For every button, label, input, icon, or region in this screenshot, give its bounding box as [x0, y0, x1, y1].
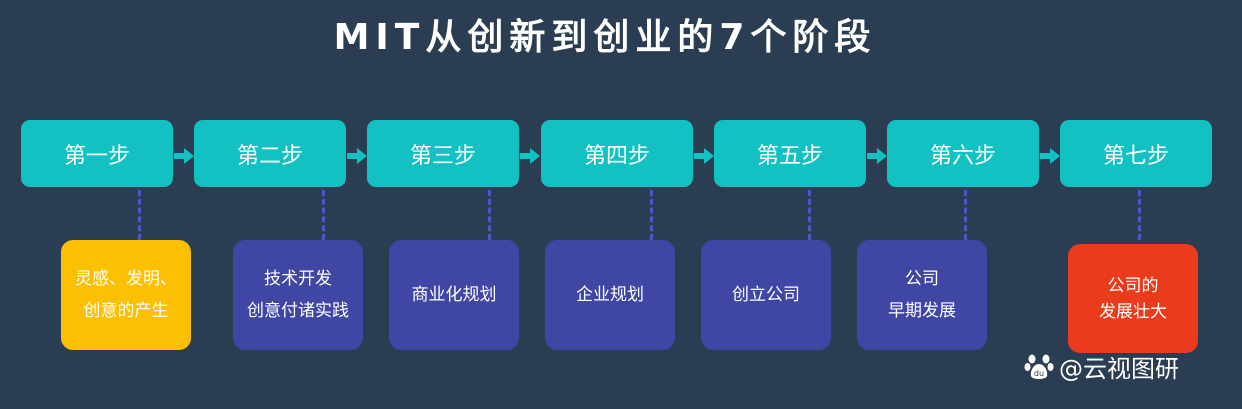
step-box-5: 第五步	[714, 120, 866, 187]
dashed-connector	[650, 190, 653, 240]
stage-box-6: 公司 早期发展	[857, 240, 987, 350]
dashed-connector	[964, 190, 967, 240]
arrow-icon	[867, 148, 887, 164]
stage-text: 早期发展	[888, 301, 956, 321]
stage-text: 技术开发	[264, 269, 332, 289]
stage-box-5: 创立公司	[701, 240, 831, 350]
step-box-7: 第七步	[1060, 120, 1212, 187]
dashed-connector	[322, 190, 325, 240]
step-box-3: 第三步	[367, 120, 519, 187]
dashed-connector	[138, 190, 141, 240]
page-title: MIT从创新到创业的7个阶段	[333, 17, 877, 58]
stage-box-7: 公司的 发展壮大	[1068, 244, 1198, 353]
stage-text: 企业规划	[576, 285, 644, 305]
stage-box-1: 灵感、发明、 创意的产生	[61, 240, 191, 350]
step-box-1: 第一步	[21, 120, 173, 187]
stage-text: 公司的	[1107, 275, 1159, 296]
step-box-4: 第四步	[541, 120, 693, 187]
dashed-connector	[808, 190, 811, 240]
paw-icon: du	[1024, 354, 1054, 379]
step-box-2: 第二步	[194, 120, 346, 187]
watermark: du @云视图研	[1023, 348, 1179, 384]
watermark-text: @云视图研	[1059, 354, 1179, 383]
stage-box-2: 技术开发 创意付诸实践	[233, 240, 363, 350]
stage-text: 创立公司	[732, 285, 800, 305]
arrow-icon	[1040, 148, 1060, 164]
stage-box-4: 企业规划	[545, 240, 675, 350]
arrow-icon	[520, 148, 540, 164]
dashed-connector	[1138, 190, 1141, 240]
arrow-icon	[694, 148, 714, 164]
step-box-6: 第六步	[887, 120, 1039, 187]
dashed-connector	[488, 190, 491, 240]
stage-text: 创意的产生	[83, 301, 169, 321]
stage-text: 商业化规划	[411, 285, 497, 305]
stage-text: 灵感、发明、	[75, 269, 177, 289]
stage-box-3: 商业化规划	[389, 240, 519, 350]
arrow-icon	[347, 148, 367, 164]
stage-text: 创意付诸实践	[247, 301, 349, 321]
stage-text: 发展壮大	[1099, 301, 1167, 322]
stage-text: 公司	[905, 269, 939, 289]
arrow-icon	[174, 148, 194, 164]
svg-text:du: du	[1034, 369, 1044, 378]
